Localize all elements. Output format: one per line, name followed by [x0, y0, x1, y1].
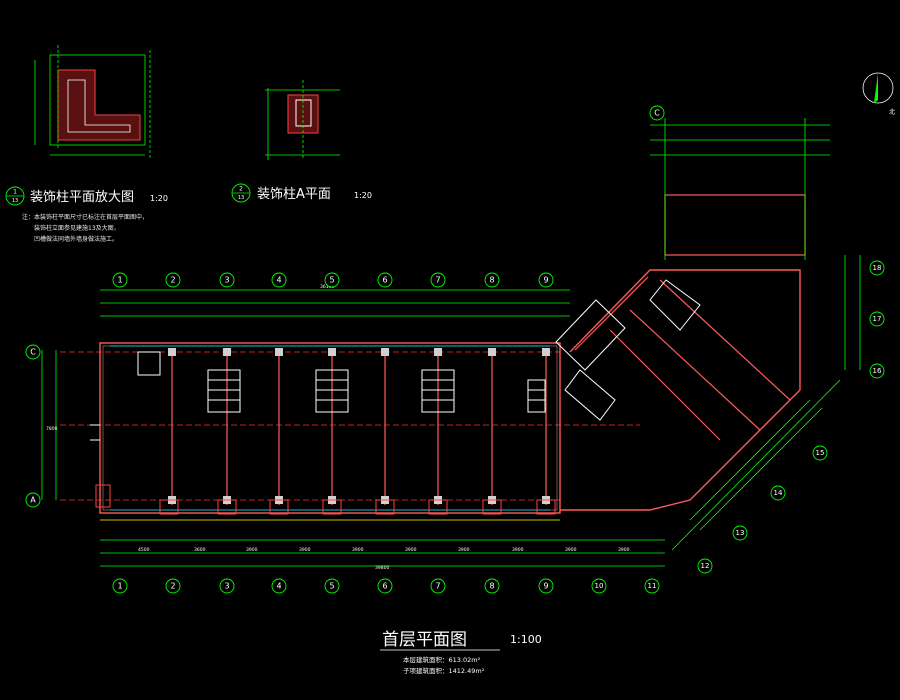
rotated-wing: [555, 118, 861, 551]
detail-1-drawing: [34, 45, 151, 160]
left-vertical-dim: 7800: [46, 426, 58, 432]
svg-text:C: C: [30, 348, 36, 357]
svg-text:17: 17: [873, 315, 882, 323]
svg-text:5: 5: [329, 276, 334, 285]
axis-13: 13: [732, 525, 748, 541]
detail-1-sheet: 13: [12, 198, 18, 204]
svg-text:8: 8: [489, 276, 494, 285]
overall-bottom-dim: 39800: [375, 565, 389, 571]
svg-text:18: 18: [873, 264, 882, 272]
axis-10: 10: [591, 578, 607, 594]
axis-7: 7 7: [430, 272, 446, 594]
note-line-2: 装饰柱立面参见建施13及大图，: [34, 224, 120, 232]
axis-C-left: C: [25, 344, 41, 360]
detail-2-sheet: 13: [238, 195, 244, 201]
bottom-bay-dims: 4500 3600 3900 3900 3900 3900 3900 3900 …: [138, 547, 630, 553]
axis-18: 18: [869, 260, 885, 276]
svg-text:9: 9: [543, 276, 548, 285]
main-wing: 36160 39800 7800: [41, 284, 665, 571]
axis-14: 14: [770, 485, 786, 501]
area-note-1: 本层建筑面积：613.02m²: [403, 655, 481, 664]
svg-text:4: 4: [276, 582, 281, 591]
svg-text:2: 2: [170, 276, 175, 285]
svg-text:10: 10: [595, 582, 604, 590]
axis-9: 9 9: [538, 272, 554, 594]
note-line-1: 注：本装饰柱平面尺寸已标注在首层平面图中，: [22, 213, 148, 221]
svg-text:3900: 3900: [405, 547, 417, 553]
drawing-title-block: 首层平面图 1:100 本层建筑面积：613.02m² 子项建筑面积：1412.…: [380, 630, 542, 675]
axis-2: 2 2: [165, 272, 181, 594]
detail-2-scale: 1:20: [354, 191, 372, 200]
detail-1-title-text: 装饰柱平面放大图: [30, 190, 134, 205]
svg-text:3900: 3900: [352, 547, 364, 553]
svg-text:3600: 3600: [194, 547, 206, 553]
detail-1-title: 1 13 装饰柱平面放大图 1:20: [5, 186, 168, 206]
svg-text:C: C: [654, 109, 660, 118]
axis-4: 4 4: [271, 272, 287, 594]
svg-text:1: 1: [117, 276, 122, 285]
detail-2-drawing: [265, 80, 340, 160]
detail-1-scale: 1:20: [150, 194, 168, 203]
note-line-3: 凹槽做法同墙外墙身做法施工。: [34, 235, 118, 243]
svg-text:4500: 4500: [138, 547, 150, 553]
axis-5: 5 5: [324, 272, 340, 594]
svg-text:7: 7: [435, 582, 440, 591]
svg-text:3900: 3900: [246, 547, 258, 553]
svg-text:3: 3: [224, 276, 229, 285]
axis-16: 16: [869, 363, 885, 379]
detail-2-number: 2: [239, 186, 243, 193]
drawing-title: 首层平面图: [382, 630, 467, 650]
svg-text:1: 1: [117, 582, 122, 591]
overall-top-dim: 36160: [320, 284, 334, 290]
axis-17: 17: [869, 311, 885, 327]
svg-text:13: 13: [736, 529, 745, 537]
svg-text:12: 12: [701, 562, 710, 570]
svg-text:6: 6: [382, 276, 387, 285]
svg-text:15: 15: [816, 449, 825, 457]
axis-11: 11: [644, 578, 660, 594]
notes: 注：本装饰柱平面尺寸已标注在首层平面图中， 装饰柱立面参见建施13及大图， 凹槽…: [22, 213, 148, 243]
svg-text:3900: 3900: [512, 547, 524, 553]
axis-6: 6 6: [377, 272, 393, 594]
axis-1: 1 1: [112, 272, 128, 594]
axis-A-left: A: [25, 492, 41, 508]
svg-text:A: A: [30, 496, 36, 505]
svg-text:9: 9: [543, 582, 548, 591]
detail-2-title: 2 13 装饰柱A平面 1:20: [231, 183, 372, 203]
detail-1-number: 1: [13, 189, 17, 196]
svg-text:16: 16: [873, 367, 882, 375]
svg-text:3900: 3900: [565, 547, 577, 553]
svg-text:3: 3: [224, 582, 229, 591]
drawing-scale: 1:100: [510, 633, 542, 646]
svg-text:3900: 3900: [299, 547, 311, 553]
svg-text:5: 5: [329, 582, 334, 591]
svg-text:3900: 3900: [618, 547, 630, 553]
detail-2-title-text: 装饰柱A平面: [257, 187, 331, 202]
axis-bubbles: 1 1 2 2 3 3 4 4 5 5 6 6 7 7 8 8 9 9 10 1…: [25, 105, 885, 594]
svg-text:4: 4: [276, 276, 281, 285]
axis-12: 12: [697, 558, 713, 574]
svg-text:11: 11: [648, 582, 657, 590]
svg-text:8: 8: [489, 582, 494, 591]
svg-text:14: 14: [774, 489, 783, 497]
axis-C-top: C: [649, 105, 665, 121]
axis-8: 8 8: [484, 272, 500, 594]
axis-15: 15: [812, 445, 828, 461]
north-arrow: 北: [862, 72, 895, 116]
svg-text:2: 2: [170, 582, 175, 591]
axis-3: 3 3: [219, 272, 235, 594]
area-note-2: 子项建筑面积：1412.49m²: [403, 666, 485, 675]
north-label: 北: [889, 108, 895, 116]
svg-text:3900: 3900: [458, 547, 470, 553]
svg-text:7: 7: [435, 276, 440, 285]
svg-text:6: 6: [382, 582, 387, 591]
